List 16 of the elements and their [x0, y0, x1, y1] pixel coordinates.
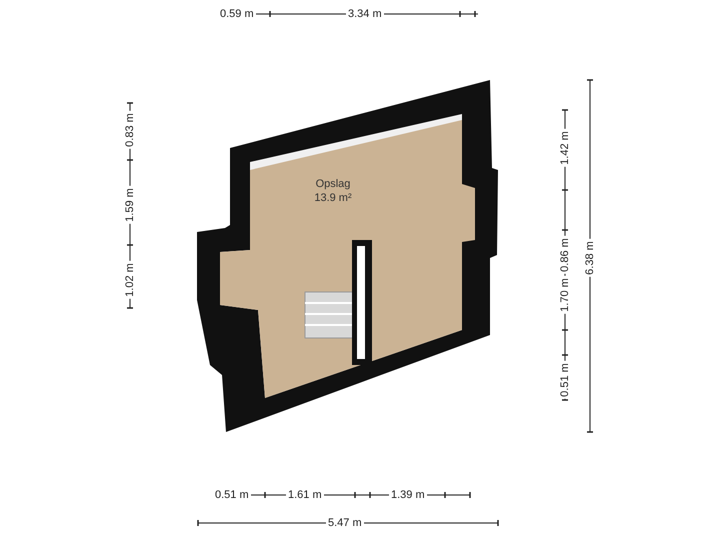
dimension-label: 1.42 m — [558, 129, 571, 167]
dimension-label: 1.02 m — [124, 261, 136, 299]
dimension-label: 1.39 m — [389, 489, 427, 501]
room-name: Opslag — [314, 178, 352, 190]
dimension-label: 0.59 m — [218, 8, 256, 20]
dimension-label: 1.61 m — [286, 489, 324, 501]
dimension-label: 3.34 m — [346, 8, 384, 20]
dimension-label: 6.38 m — [584, 239, 596, 277]
dimension-label: 1.70 m — [558, 276, 571, 314]
dimension-label: 0.83 m — [124, 111, 136, 149]
dimension-label: 0.86 m — [558, 236, 571, 274]
dimension-label: 5.47 m — [326, 517, 364, 529]
dimension-label: 0.51 m — [558, 361, 571, 399]
dimension-label: 0.51 m — [213, 489, 251, 501]
room-area: 13.9 m² — [293, 192, 373, 204]
dimension-label: 1.59 m — [124, 186, 136, 224]
